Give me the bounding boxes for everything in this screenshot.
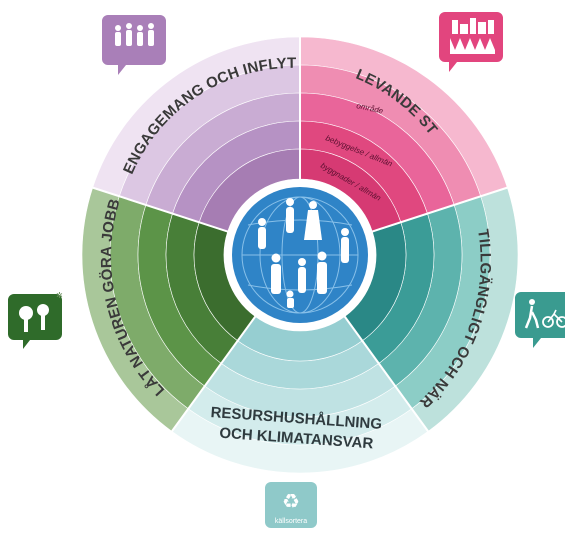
- trees-icon: ✲: [8, 291, 63, 349]
- pedestrian-cyclist-icon: [515, 292, 565, 348]
- segment-divider: [171, 315, 257, 432]
- segment-divider: [92, 186, 229, 233]
- recycle-tag-label: källsortera: [275, 518, 307, 525]
- city-crowd-icon: [439, 12, 503, 72]
- svg-text:✲: ✲: [56, 291, 63, 300]
- segment-divider: [371, 186, 508, 233]
- svg-text:♻: ♻: [282, 489, 300, 513]
- segment-divider: [343, 315, 429, 432]
- recycle-icon: ♻ källsortera: [265, 482, 317, 528]
- people-group-icon: [102, 15, 166, 75]
- wheel-segments: [81, 36, 519, 474]
- people-globe-icon: [224, 179, 376, 331]
